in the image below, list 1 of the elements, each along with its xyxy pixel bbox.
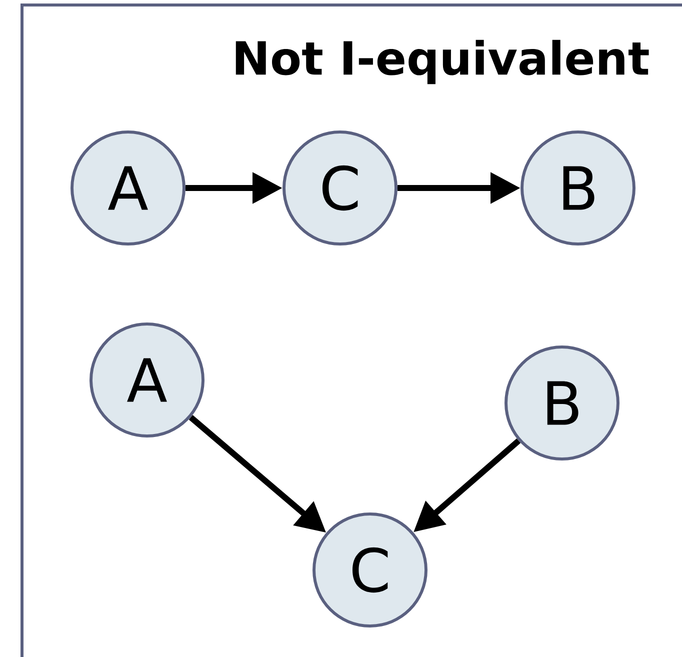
title: Not I-equivalent xyxy=(236,40,649,84)
